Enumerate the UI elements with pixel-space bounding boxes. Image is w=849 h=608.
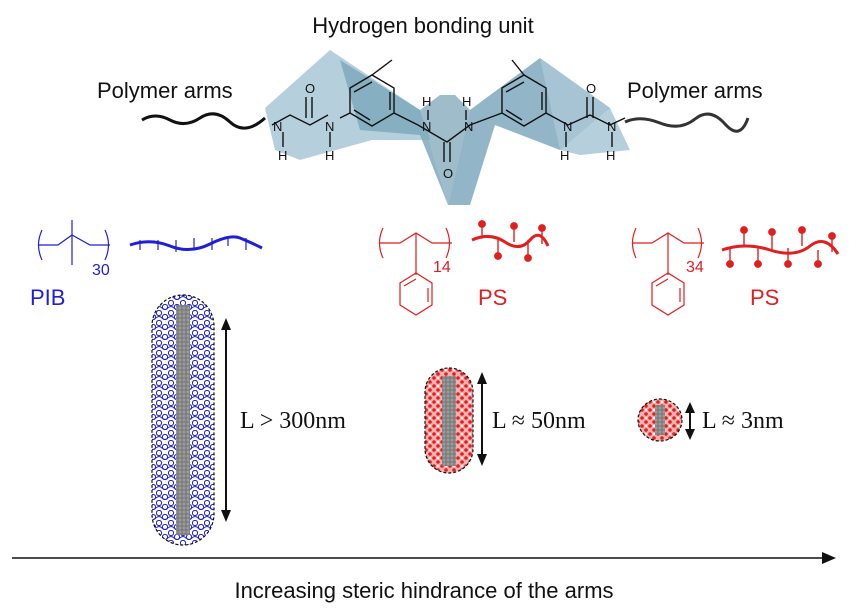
svg-text:N: N xyxy=(422,119,431,134)
ps34-chain xyxy=(721,226,840,268)
svg-text:O: O xyxy=(305,81,315,96)
pib-label: PIB xyxy=(30,285,65,310)
ps34-monomer-structure xyxy=(631,227,704,316)
bis-urea-molecule xyxy=(271,59,626,162)
pib-length-label: L > 300nm xyxy=(240,408,346,434)
ps14-length-arrow xyxy=(477,372,487,466)
svg-text:H: H xyxy=(325,148,334,163)
ps34-length-arrow xyxy=(685,402,695,440)
svg-text:H: H xyxy=(560,148,569,163)
pib-monomer-structure xyxy=(37,220,110,265)
ps14-chain xyxy=(471,220,550,262)
polymer-arm-left xyxy=(141,112,267,130)
svg-text:N: N xyxy=(607,119,616,134)
pib-rod-assembly xyxy=(151,294,215,546)
svg-text:O: O xyxy=(586,81,596,96)
svg-text:N: N xyxy=(325,119,334,134)
ps14-label: PS xyxy=(478,285,507,310)
polymer-arm-right xyxy=(624,112,750,133)
steric-hindrance-axis-arrow xyxy=(12,552,836,564)
svg-text:N: N xyxy=(464,119,473,134)
svg-text:H: H xyxy=(462,94,471,109)
pib-chain xyxy=(129,235,263,251)
svg-text:O: O xyxy=(443,166,453,181)
ps14-monomer-structure xyxy=(378,227,452,316)
ps14-subscript: 14 xyxy=(433,259,451,276)
ps34-length-label: L ≈ 3nm xyxy=(702,408,784,434)
svg-text:H: H xyxy=(422,94,431,109)
pib-length-arrow xyxy=(221,318,231,522)
pib-subscript: 30 xyxy=(92,262,110,279)
pib-chain-ticks xyxy=(139,236,247,252)
ps34-micelle-assembly xyxy=(637,398,683,442)
ps34-label: PS xyxy=(750,285,779,310)
title-label: Hydrogen bonding unit xyxy=(312,13,533,38)
svg-text:H: H xyxy=(278,148,287,163)
svg-text:N: N xyxy=(563,119,572,134)
svg-text:H: H xyxy=(606,148,615,163)
polymer-arms-label-left: Polymer arms xyxy=(97,78,233,103)
atom-labels: O O O N N N N N N H H H H H H xyxy=(273,81,616,181)
hydrogen-bonding-backdrop xyxy=(265,50,630,205)
polymer-arms-label-right: Polymer arms xyxy=(627,78,763,103)
axis-caption: Increasing steric hindrance of the arms xyxy=(234,578,613,603)
ps34-subscript: 34 xyxy=(686,259,704,276)
svg-text:N: N xyxy=(273,119,282,134)
ps14-rod-assembly xyxy=(424,367,474,474)
ps14-length-label: L ≈ 50nm xyxy=(492,408,586,434)
